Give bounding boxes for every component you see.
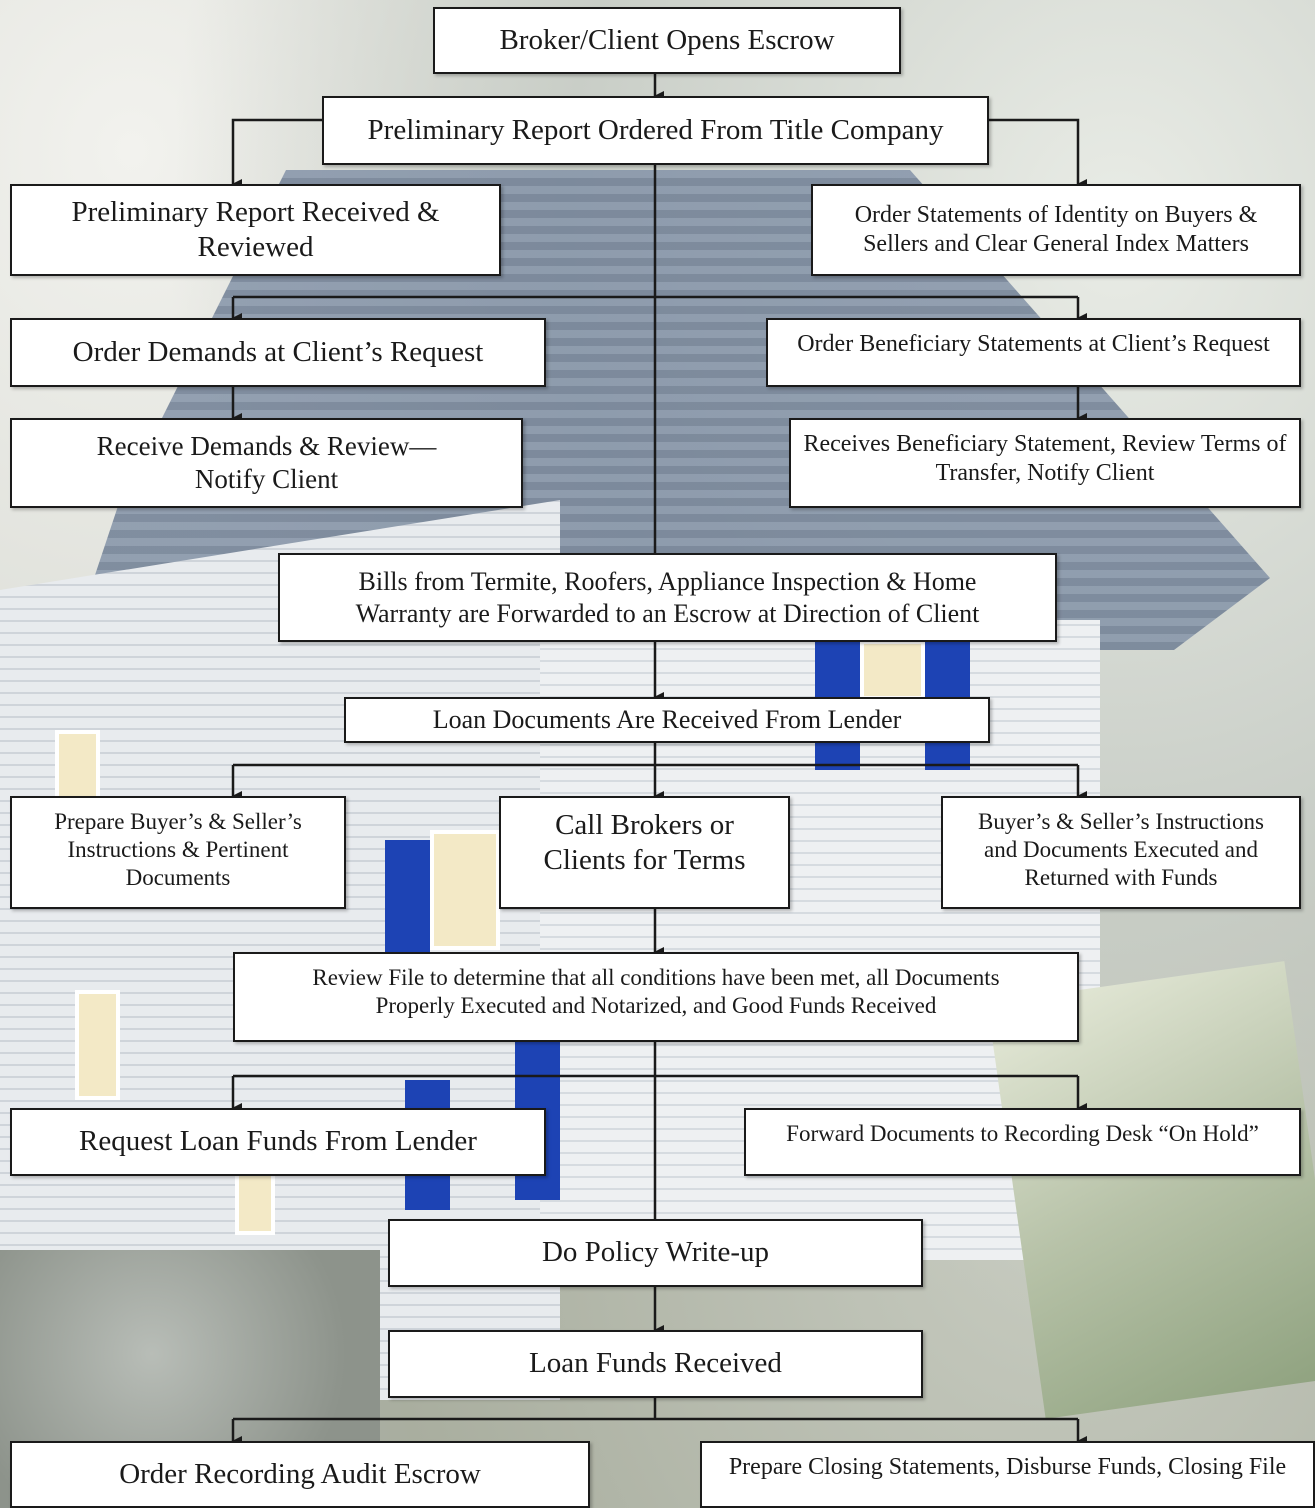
step-prelim-received: Preliminary Report Received & Reviewed xyxy=(10,184,501,276)
step-docs-executed: Buyer’s & Seller’s Instructions and Docu… xyxy=(941,796,1301,909)
step-label: Buyer’s & Seller’s Instructions and Docu… xyxy=(978,809,1264,891)
step-label: Preliminary Report Ordered From Title Co… xyxy=(367,113,944,146)
step-statements-identity: Order Statements of Identity on Buyers &… xyxy=(811,184,1301,276)
step-label: Call Brokers or Clients for Terms xyxy=(543,809,746,877)
step-recording-audit: Order Recording Audit Escrow xyxy=(10,1441,590,1508)
step-order-demands: Order Demands at Client’s Request xyxy=(10,318,546,387)
step-order-beneficiary: Order Beneficiary Statements at Client’s… xyxy=(766,318,1301,387)
step-label: Prepare Buyer’s & Seller’s Instructions … xyxy=(54,809,302,891)
step-label: Order Beneficiary Statements at Client’s… xyxy=(797,331,1270,357)
step-label: Loan Funds Received xyxy=(529,1347,782,1380)
step-forward-docs: Forward Documents to Recording Desk “On … xyxy=(744,1108,1301,1176)
step-label: Receive Demands & Review— Notify Client xyxy=(96,431,437,494)
step-bills: Bills from Termite, Roofers, Appliance I… xyxy=(278,553,1057,642)
window xyxy=(75,990,120,1100)
step-request-funds: Request Loan Funds From Lender xyxy=(10,1108,546,1176)
step-label: Loan Documents Are Received From Lender xyxy=(432,705,902,735)
step-label: Preliminary Report Received & Reviewed xyxy=(71,195,440,263)
step-label: Order Demands at Client’s Request xyxy=(72,335,484,368)
step-funds-received: Loan Funds Received xyxy=(388,1330,923,1398)
step-label: Prepare Closing Statements, Disburse Fun… xyxy=(728,1454,1287,1480)
step-loan-docs: Loan Documents Are Received From Lender xyxy=(344,697,990,743)
step-policy-writeup: Do Policy Write-up xyxy=(388,1219,923,1287)
step-review-file: Review File to determine that all condit… xyxy=(233,952,1079,1042)
step-closing-statements: Prepare Closing Statements, Disburse Fun… xyxy=(700,1441,1315,1508)
step-label: Receives Beneficiary Statement, Review T… xyxy=(803,431,1287,487)
step-receive-demands: Receive Demands & Review— Notify Client xyxy=(10,418,523,508)
step-prepare-instructions: Prepare Buyer’s & Seller’s Instructions … xyxy=(10,796,346,909)
step-label: Forward Documents to Recording Desk “On … xyxy=(786,1121,1259,1146)
step-open-escrow: Broker/Client Opens Escrow xyxy=(433,7,901,74)
step-receives-beneficiary: Receives Beneficiary Statement, Review T… xyxy=(789,418,1301,508)
step-label: Request Loan Funds From Lender xyxy=(79,1125,477,1158)
window xyxy=(430,830,500,950)
step-prelim-ordered: Preliminary Report Ordered From Title Co… xyxy=(322,96,989,165)
step-label: Broker/Client Opens Escrow xyxy=(499,23,835,56)
step-label: Review File to determine that all condit… xyxy=(312,965,1000,1019)
step-label: Bills from Termite, Roofers, Appliance I… xyxy=(355,566,980,628)
step-label: Order Statements of Identity on Buyers &… xyxy=(854,201,1258,257)
step-call-brokers: Call Brokers or Clients for Terms xyxy=(499,796,790,909)
step-label: Order Recording Audit Escrow xyxy=(119,1457,481,1490)
step-label: Do Policy Write-up xyxy=(541,1236,770,1269)
